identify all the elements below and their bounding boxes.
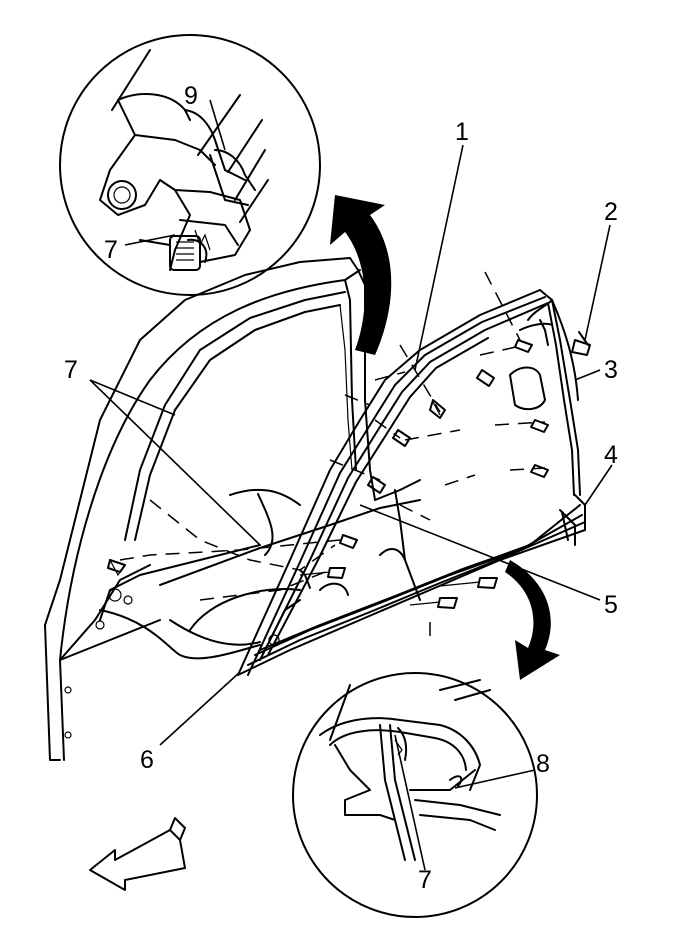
screw: [530, 464, 549, 478]
callout-5: 5: [604, 591, 618, 619]
direction-arrow-down: [505, 560, 560, 680]
screw: [107, 559, 126, 573]
callout-4: 4: [604, 441, 618, 469]
screw: [339, 534, 358, 549]
callout-1: 1: [455, 118, 469, 146]
top-detail-view: [59, 34, 321, 296]
callout-9: 9: [184, 82, 198, 110]
callout-7-top-detail: 7: [104, 236, 118, 264]
screw: [429, 399, 446, 419]
screw: [409, 597, 458, 609]
callout-8: 8: [536, 750, 550, 778]
callout-7-bottom-detail: 7: [418, 866, 432, 894]
front-direction-arrow: [89, 817, 186, 891]
callout-3: 3: [604, 356, 618, 384]
screw: [476, 369, 495, 387]
screw: [299, 567, 346, 579]
door-body: [44, 257, 421, 761]
screw: [514, 339, 533, 353]
leader-lines: [89, 99, 613, 871]
screw: [530, 419, 549, 433]
bottom-detail-view: [292, 672, 538, 918]
screw: [392, 429, 411, 447]
callout-6: 6: [140, 746, 154, 774]
direction-arrow-up: [330, 195, 392, 355]
callout-labels: 1 2 3 4 5 6 7 7 7 8 9: [64, 82, 618, 894]
screw: [367, 476, 386, 494]
screw-item-2: [571, 331, 591, 356]
window-frame-assembly: [237, 289, 586, 676]
fasteners: [107, 271, 591, 640]
screw: [439, 577, 498, 589]
callout-2: 2: [604, 198, 618, 226]
callout-7-main: 7: [64, 356, 78, 384]
